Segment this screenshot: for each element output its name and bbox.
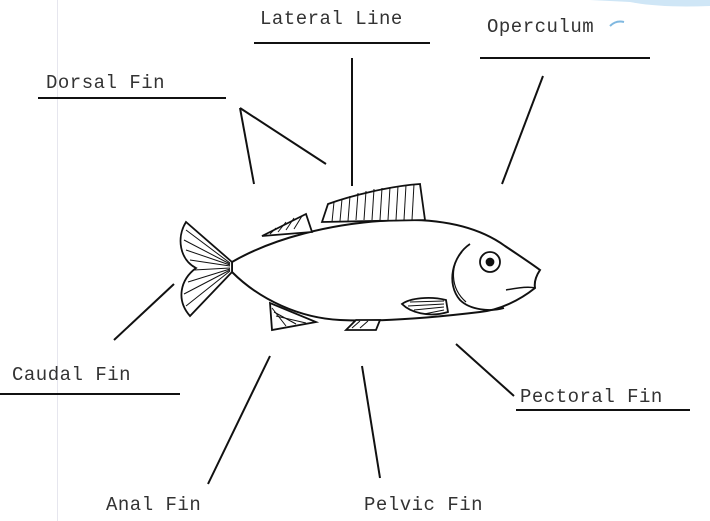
pelvic-fin-shape	[346, 320, 380, 330]
dorsal-fin-leader-b	[240, 108, 326, 164]
anal-fin-leader	[208, 356, 270, 484]
label-lateral-line: Lateral Line	[260, 8, 403, 30]
label-pelvic-fin: Pelvic Fin	[364, 494, 483, 516]
caudal-fin-leader	[114, 284, 174, 340]
label-anal-fin: Anal Fin	[106, 494, 201, 516]
pectoral-fin-leader	[456, 344, 514, 396]
dorsal-fin-leader-a	[240, 108, 254, 184]
label-dorsal-fin: Dorsal Fin	[46, 72, 165, 94]
label-caudal-fin: Caudal Fin	[12, 364, 131, 386]
operculum-leader	[502, 76, 543, 184]
label-operculum: Operculum	[487, 16, 594, 38]
label-pectoral-fin: Pectoral Fin	[520, 386, 663, 408]
pelvic-fin-leader	[362, 366, 380, 478]
caudal-fin-shape	[181, 222, 232, 316]
